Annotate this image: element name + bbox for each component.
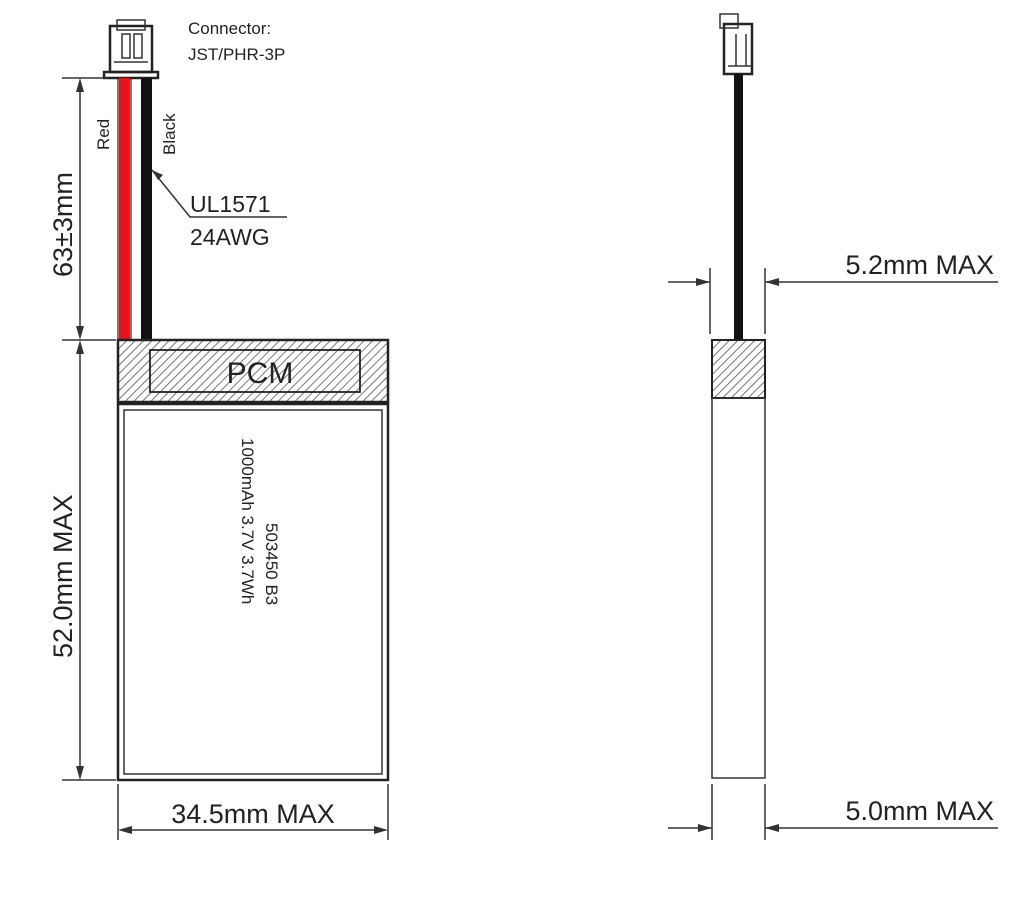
lead-length-dimension xyxy=(62,77,116,341)
wire-side xyxy=(734,74,743,340)
width-label: 34.5mm MAX xyxy=(171,799,335,829)
wire-spec-leader xyxy=(151,169,287,218)
wires-front xyxy=(117,78,152,340)
pcm-side xyxy=(711,339,766,399)
pcm-label: PCM xyxy=(227,357,294,390)
connector-side xyxy=(719,13,754,76)
red-wire xyxy=(119,78,130,340)
height-label: 52.0mm MAX xyxy=(48,494,78,658)
height-dimension xyxy=(62,340,116,781)
black-wire xyxy=(141,78,152,340)
cell-model-label: 503450 B3 xyxy=(262,523,281,605)
red-wire-label: Red xyxy=(94,119,113,150)
wire-spec-line1: UL1571 xyxy=(190,191,271,217)
connector-label-line2: JST/PHR-3P xyxy=(188,45,285,64)
cell-thickness-label: 5.0mm MAX xyxy=(845,796,994,826)
pcm-thickness-dimension xyxy=(668,268,998,334)
connector-label-line1: Connector: xyxy=(188,19,271,38)
width-dimension xyxy=(117,784,389,840)
wire-spec-line2: 24AWG xyxy=(190,224,270,250)
cell-spec-label: 1000mAh 3.7V 3.7Wh xyxy=(238,438,257,604)
connector-front xyxy=(102,19,160,80)
cell-side xyxy=(711,397,766,779)
lead-length-label: 63±3mm xyxy=(48,172,78,277)
black-wire-label: Black xyxy=(160,113,179,155)
cell-front xyxy=(116,402,390,782)
cell-thickness-dimension xyxy=(668,784,998,840)
pcm-front xyxy=(116,338,390,404)
pcm-thickness-label: 5.2mm MAX xyxy=(845,250,994,280)
